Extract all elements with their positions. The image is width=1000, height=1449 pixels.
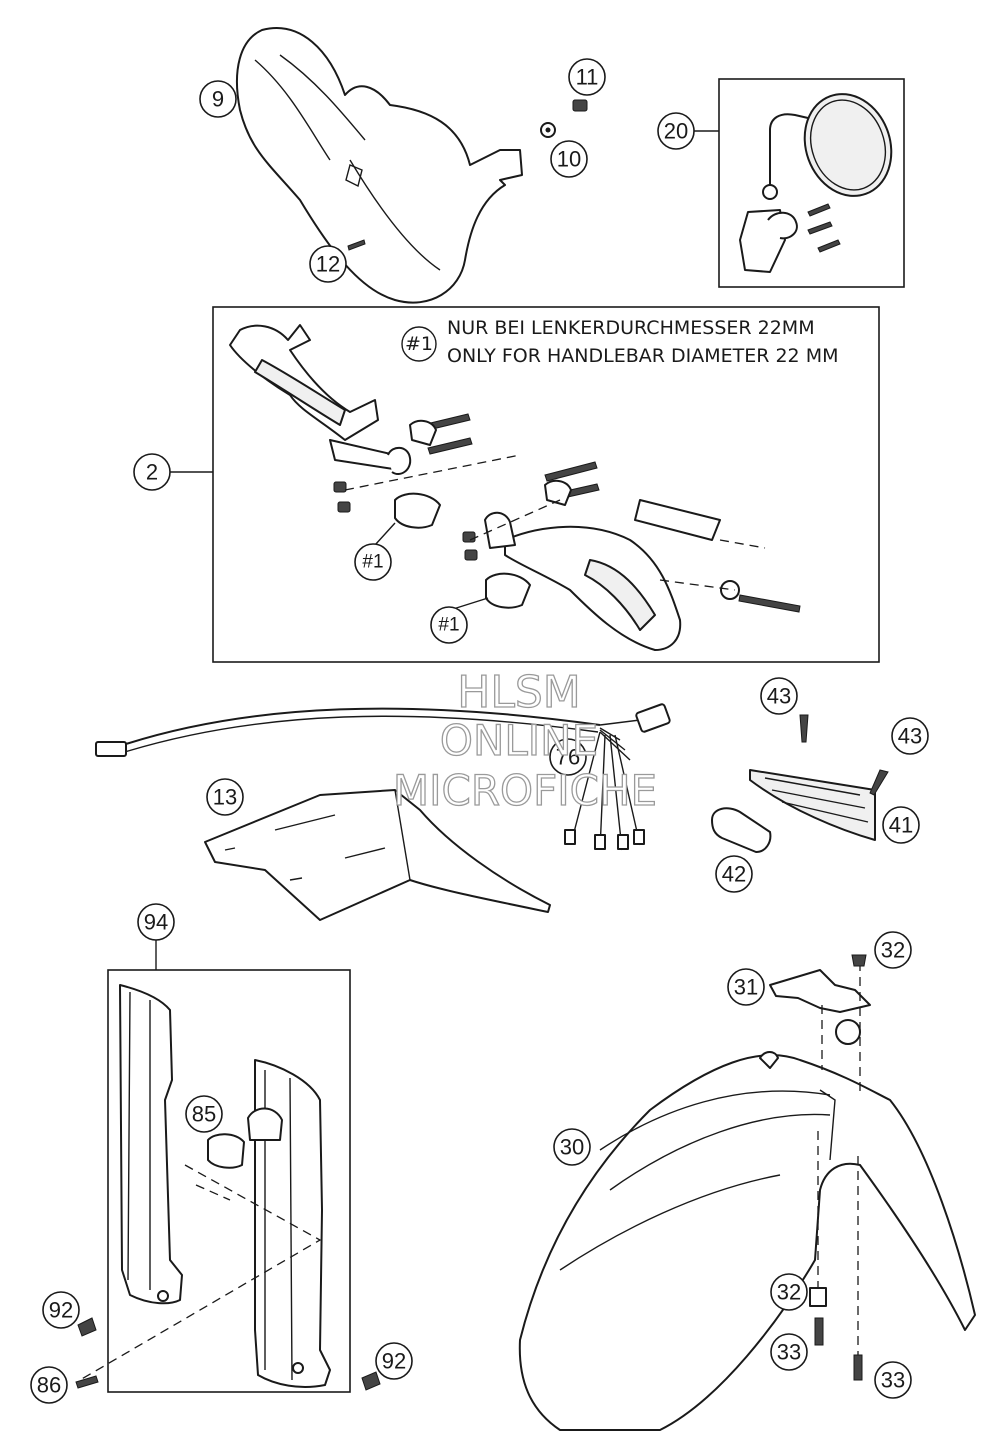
svg-text:13: 13: [213, 785, 237, 810]
svg-text:92: 92: [382, 1349, 406, 1374]
callout-32-lower: 32: [770, 1273, 808, 1311]
callout-2: 2: [133, 453, 171, 491]
svg-text:12: 12: [316, 252, 340, 277]
callout-92-left: 92: [42, 1291, 80, 1329]
svg-text:86: 86: [37, 1373, 61, 1398]
svg-text:32: 32: [777, 1280, 801, 1305]
svg-text:41: 41: [889, 813, 913, 838]
callout-30: 30: [553, 1128, 591, 1166]
svg-text:#1: #1: [362, 552, 383, 573]
callout-85: 85: [185, 1095, 223, 1133]
mirror-kit-box: [718, 78, 905, 288]
callout-11: 11: [568, 58, 606, 96]
callout-41: 41: [882, 806, 920, 844]
taillight-part: [711, 714, 889, 853]
watermark-line-1: HLSM: [457, 667, 581, 718]
headlight-mask-part: [236, 27, 588, 304]
handguard-right-part: [484, 511, 682, 651]
callout-42: 42: [715, 855, 753, 893]
callout-33-right: 33: [874, 1361, 912, 1399]
svg-text:11: 11: [576, 65, 599, 90]
svg-text:85: 85: [192, 1102, 216, 1127]
note-german-text: NUR BEI LENKERDURCHMESSER 22MM: [447, 317, 815, 339]
note-marker-text: #1: [405, 333, 433, 355]
watermark-line-2: ONLINE: [440, 716, 598, 765]
svg-text:32: 32: [881, 938, 905, 963]
svg-text:20: 20: [664, 119, 688, 144]
callout-9: 9: [199, 80, 237, 118]
handguard-kit-box: [212, 306, 880, 663]
handguard-left-part: [229, 324, 412, 476]
fork-guard-left-part: [119, 984, 183, 1305]
callout-32-upper: 32: [874, 931, 912, 969]
svg-text:2: 2: [146, 460, 158, 485]
note-english-text: ONLY FOR HANDLEBAR DIAMETER 22 MM: [447, 345, 838, 367]
watermark-line-3: MICROFICHE: [393, 766, 657, 815]
rear-fender-part: [204, 789, 551, 921]
svg-text:9: 9: [212, 87, 224, 112]
svg-text:#1: #1: [438, 615, 459, 636]
callout-note-1-lower: #1: [430, 606, 468, 644]
svg-text:30: 30: [560, 1135, 584, 1160]
callout-13: 13: [206, 778, 244, 816]
callout-76: 76: [549, 738, 587, 776]
callout-33-left: 33: [770, 1333, 808, 1371]
callout-31: 31: [727, 968, 765, 1006]
front-fender-part: [518, 1051, 976, 1431]
svg-text:43: 43: [898, 724, 922, 749]
callout-20: 20: [657, 112, 695, 150]
svg-text:33: 33: [777, 1340, 801, 1365]
mirror-part: [739, 93, 893, 273]
front-fender-bracket-part: [769, 954, 871, 1381]
svg-text:42: 42: [722, 862, 746, 887]
callout-10: 10: [550, 140, 588, 178]
fork-guard-kit-box: [107, 969, 351, 1393]
callout-92-right: 92: [375, 1342, 413, 1380]
svg-text:10: 10: [557, 147, 581, 172]
callout-43-right: 43: [891, 717, 929, 755]
note-marker-circle: [401, 326, 437, 362]
svg-text:94: 94: [144, 910, 168, 935]
callout-12: 12: [309, 245, 347, 283]
callout-94: 94: [137, 903, 175, 941]
svg-text:92: 92: [49, 1298, 73, 1323]
wiring-harness-part: [95, 703, 671, 851]
handguard-hardware: [333, 413, 801, 613]
callout-86: 86: [30, 1366, 68, 1404]
callout-43-upper: 43: [760, 677, 798, 715]
callout-note-1-upper: #1: [354, 543, 392, 581]
fork-guard-right-part: [247, 1059, 331, 1388]
fork-guard-hardware: [75, 1133, 381, 1391]
svg-text:33: 33: [881, 1368, 905, 1393]
svg-text:43: 43: [767, 684, 791, 709]
svg-text:76: 76: [556, 745, 580, 770]
svg-text:31: 31: [734, 975, 758, 1000]
